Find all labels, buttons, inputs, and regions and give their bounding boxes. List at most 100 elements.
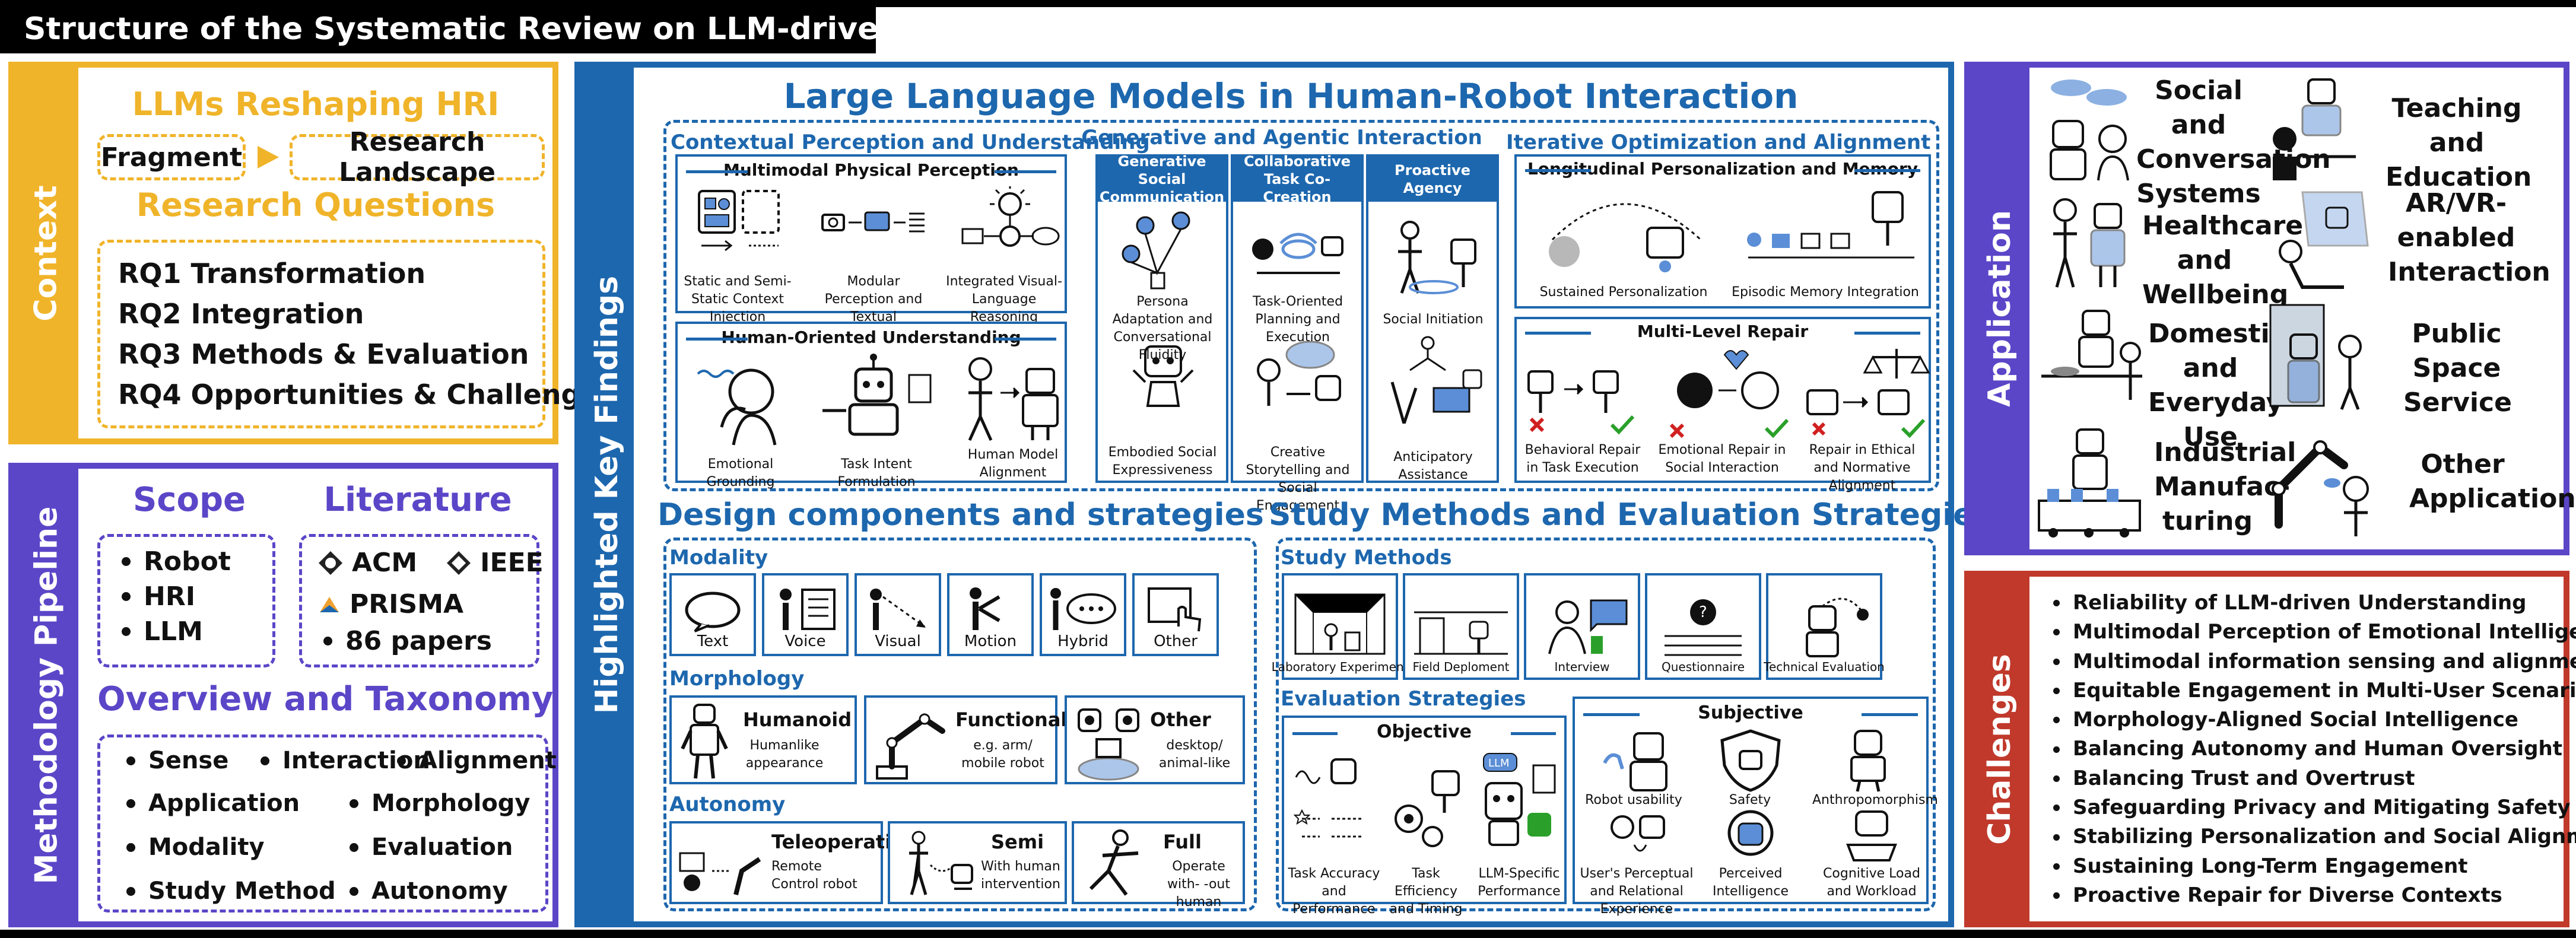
top-findings-area xyxy=(663,120,1939,491)
human-understanding-title: Human-Oriented Understanding xyxy=(678,327,1065,347)
taxonomy-box: Sense Interaction Alignment Application … xyxy=(97,734,557,912)
arvr-icon xyxy=(2267,180,2374,293)
challenge-item: Stabilizing Personalization and Social A… xyxy=(2053,822,2576,851)
subjective-box: Subjective Robot usability Safety Anthro… xyxy=(1573,697,1938,917)
methodology-panel: Methodology Pipeline Scope Literature Ro… xyxy=(8,463,558,927)
healthcare-icon xyxy=(2041,192,2136,293)
method-field: Field Deploment xyxy=(1403,573,1519,680)
generative-col-1: Generative Social Communication Persona … xyxy=(1095,153,1228,483)
caption: Safety xyxy=(1729,793,1771,807)
app-other: Other Application xyxy=(2409,449,2576,514)
ieee-logo-icon xyxy=(446,550,472,576)
anticipatory-icon xyxy=(1380,335,1487,424)
task-efficiency-icon xyxy=(1385,753,1468,854)
taxonomy-item: Study Method xyxy=(126,877,336,905)
cognitive-load-icon xyxy=(1836,809,1907,863)
public-space-icon xyxy=(2267,299,2368,412)
morphology-title: Morphology xyxy=(669,667,805,691)
text-bubble-icon xyxy=(685,592,741,632)
modality-other: Other xyxy=(1132,573,1219,656)
personalization-icon xyxy=(1529,180,1724,275)
app-industrial: Industrial Manufac-turing xyxy=(2154,437,2297,536)
humanoid-label: Humanoid xyxy=(743,708,852,731)
taxonomy-item: Application xyxy=(126,790,300,817)
caption: Task Intent Formulation xyxy=(837,457,916,489)
context-panel: Context LLMs Reshaping HRI Fragment Rese… xyxy=(8,62,616,444)
context-injection-icon xyxy=(695,186,784,257)
autonomy-title: Autonomy xyxy=(669,793,786,816)
autonomy-semi: Semi With human intervention xyxy=(888,821,1067,904)
task-planning-icon xyxy=(1245,208,1352,291)
proactive-head: Proactive Agency xyxy=(1368,157,1497,202)
caption: Cognitive Load and Workload xyxy=(1823,866,1920,899)
human-understanding-box: Human-Oriented Understanding Emotional G… xyxy=(675,322,1067,489)
rq-item: RQ4 Opportunities & Challenges xyxy=(118,379,616,411)
challenge-item: Balancing Autonomy and Human Oversight xyxy=(2053,734,2576,764)
expressive-robot-icon xyxy=(1122,335,1205,412)
field-deployment-icon xyxy=(1414,611,1508,655)
longitudinal-title: Longitudinal Personalization and Memory xyxy=(1517,159,1929,179)
method-questionnaire: ?Questionnaire xyxy=(1645,573,1761,680)
rq-item: RQ1 Transformation xyxy=(118,257,426,290)
caption: Episodic Memory Integration xyxy=(1732,285,1919,300)
teaching-icon xyxy=(2267,74,2362,186)
emotional-repair-icon xyxy=(1659,343,1796,438)
caption: Task Accuracy and Performance xyxy=(1288,866,1380,917)
scope-title: Scope xyxy=(132,481,246,519)
prisma-label: PRISMA xyxy=(350,589,464,619)
voice-icon xyxy=(780,589,836,630)
subjective-title: Subjective xyxy=(1575,702,1926,723)
caption: Embodied Social Expressiveness xyxy=(1108,445,1217,478)
collaborative-head: Collaborative Task Co-Creation xyxy=(1233,153,1361,205)
modular-perception-icon xyxy=(820,198,927,246)
hybrid-icon xyxy=(1050,588,1116,630)
rq-item: RQ3 Methods & Evaluation xyxy=(118,338,529,370)
caption: Perceived Intelligence xyxy=(1712,866,1789,899)
morphology-functional: Functional e.g. arm/ mobile robot xyxy=(864,695,1067,784)
safety-icon xyxy=(1715,727,1786,793)
social-initiation-icon xyxy=(1380,216,1487,299)
human-model-icon xyxy=(957,351,1063,446)
challenges-tab: Challenges xyxy=(1970,577,2029,921)
findings-panel: Highlighted Key Findings Large Language … xyxy=(574,62,1993,927)
taxonomy-item: Alignment xyxy=(397,747,557,774)
caption: Anticipatory Assistance xyxy=(1393,450,1473,482)
context-tab: Context xyxy=(14,68,78,438)
motion-icon xyxy=(970,587,1000,630)
persona-icon xyxy=(1110,208,1216,291)
generative-col-2: Collaborative Task Co-Creation Task-Orie… xyxy=(1231,153,1364,513)
contextual-title: Contextual Perception and Understanding xyxy=(671,131,1150,154)
fragment-box: Fragment xyxy=(97,134,246,180)
objective-title: Objective xyxy=(1284,721,1564,742)
scope-item: LLM xyxy=(122,616,251,647)
teleoperation-desc: Remote Control robot xyxy=(771,859,857,892)
interview-icon xyxy=(1548,599,1628,654)
taxonomy-item: Morphology xyxy=(350,790,531,817)
llm-performance-icon: LLM xyxy=(1474,748,1563,854)
caption: Task Efficiency and Timing xyxy=(1389,866,1463,917)
multimodal-title: Multimodal Physical Perception xyxy=(678,160,1065,180)
desktop-robot-icon xyxy=(1078,708,1139,781)
anthropomorphism-icon xyxy=(1830,727,1907,793)
full-desc: Operate with- -out human xyxy=(1167,859,1230,910)
lab-room-icon xyxy=(1294,593,1386,655)
page-title: Structure of the Systematic Review on LL… xyxy=(0,5,972,53)
relational-experience-icon xyxy=(1599,809,1676,863)
challenge-item: Proactive Repair for Diverse Contexts xyxy=(2053,881,2576,910)
caption: LLM-Specific Performance xyxy=(1478,866,1561,899)
acm-label: ACM xyxy=(352,548,418,578)
multimodal-box: Multimodal Physical Perception Static an… xyxy=(675,154,1067,342)
objective-box: Objective LLM Task Accuracy and Performa… xyxy=(1282,716,1567,917)
full-label: Full xyxy=(1163,831,1202,853)
method-technical: Technical Evaluation xyxy=(1764,573,1885,680)
storytelling-icon xyxy=(1245,335,1352,418)
prisma-logo-icon xyxy=(317,594,341,615)
study-title: Study Methods and Evaluation Strategies xyxy=(1269,497,1993,533)
other-morph-desc: desktop/ animal-like xyxy=(1158,738,1231,771)
generative-title: Generative and Agentic Interaction xyxy=(1081,126,1482,150)
research-questions-heading: Research Questions xyxy=(136,186,495,224)
challenge-item: Sustaining Long-Term Engagement xyxy=(2053,852,2576,881)
caption: Static and Semi-Static Context Injection xyxy=(684,274,792,325)
robot-arm-icon xyxy=(876,713,945,780)
generative-social-head: Generative Social Communication xyxy=(1098,153,1226,205)
